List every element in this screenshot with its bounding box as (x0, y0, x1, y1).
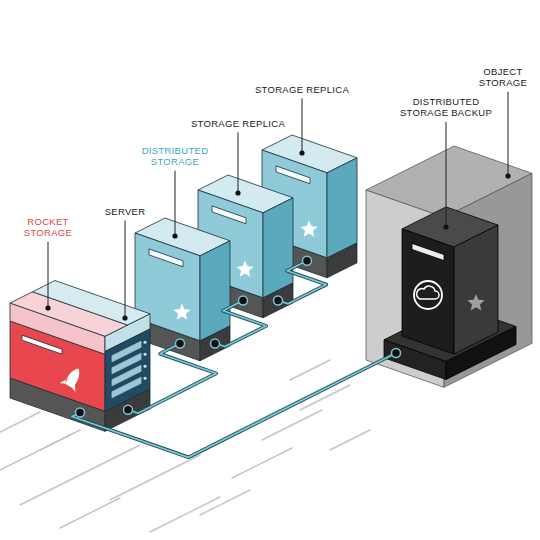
storage-box-side (263, 198, 293, 298)
cable-connector (128, 344, 216, 414)
speed-line (20, 445, 140, 505)
cable-port (76, 408, 85, 417)
storage-slot (149, 249, 183, 267)
server-led (144, 377, 147, 380)
cable-port (211, 339, 220, 348)
leader-dot (443, 224, 448, 229)
leader-line (446, 122, 447, 227)
cable-outline (72, 353, 396, 457)
callout-label: DISTRIBUTED STORAGE BACKUP (396, 96, 496, 119)
rocket-icon (60, 364, 87, 392)
speed-line (60, 498, 120, 528)
cable-connector (215, 301, 266, 347)
star-icon (467, 294, 484, 310)
cable-outline (278, 261, 326, 304)
speed-line (40, 435, 70, 450)
storage-box-side (327, 158, 357, 258)
leader-line (508, 92, 509, 176)
leader-dot (299, 150, 304, 155)
callout-label: SERVER (100, 206, 150, 217)
server-top (33, 281, 151, 326)
storage-box-side (200, 241, 230, 341)
cable-connector (278, 261, 326, 304)
speed-line (0, 412, 40, 432)
cable-port (392, 349, 401, 358)
leader-line (175, 171, 176, 236)
storage-node: DISTRIBUTED STORAGE BACKUP (384, 96, 516, 353)
leader-line (302, 98, 303, 153)
callout-label: STORAGE REPLICA (246, 84, 358, 95)
rocket-slot (22, 335, 62, 354)
callout-label: OBJECT STORAGE (474, 66, 532, 89)
cable-port (274, 296, 283, 305)
cloud-icon (417, 286, 439, 299)
storage-node: STORAGE REPLICA (262, 84, 358, 261)
callout-label: STORAGE REPLICA (182, 118, 294, 129)
speed-line (232, 448, 292, 478)
cable-port (239, 296, 248, 305)
leader-line (48, 242, 49, 308)
storage-node: STORAGE REPLICA (198, 118, 294, 301)
backup-box-side (454, 225, 498, 354)
storage-slot (276, 166, 310, 184)
server-led (144, 353, 147, 356)
storage-node: ROCKET STORAGE (10, 216, 98, 413)
server-rack-slot (112, 341, 141, 362)
speed-line (330, 430, 370, 450)
speed-line (110, 455, 200, 500)
star-icon (300, 220, 317, 236)
speed-line (0, 430, 80, 470)
cable-connector (72, 353, 396, 457)
cable-outline (215, 301, 266, 347)
leader-line (125, 220, 126, 318)
cable-port (176, 339, 185, 348)
leader-line (238, 132, 239, 193)
speed-line (290, 360, 330, 380)
cloud-ring (414, 281, 442, 309)
backup-slot (412, 243, 444, 260)
leader-dot (45, 305, 50, 310)
backup-box-front (402, 229, 454, 354)
speed-line (150, 497, 220, 532)
callout-label: DISTRIBUTED STORAGE (135, 145, 215, 168)
leader-dot (122, 315, 127, 320)
star-icon (173, 303, 190, 319)
leader-dot (235, 190, 240, 195)
cable-port (303, 256, 312, 265)
cable-port (124, 405, 133, 414)
storage-node: SERVER (100, 206, 150, 410)
star-icon (236, 260, 253, 276)
server-led (144, 341, 147, 344)
server-led (144, 365, 147, 368)
speed-line (200, 490, 250, 515)
storage-node: DISTRIBUTED STORAGE (135, 145, 230, 344)
storage-slot (212, 206, 246, 224)
callout-label: ROCKET STORAGE (15, 216, 81, 239)
leader-dot (172, 233, 177, 238)
cable-outline (128, 344, 216, 414)
leader-dot (505, 173, 510, 178)
storage-node: OBJECT STORAGE DISTRIBUTED STORAGE BACKUP (366, 66, 532, 387)
